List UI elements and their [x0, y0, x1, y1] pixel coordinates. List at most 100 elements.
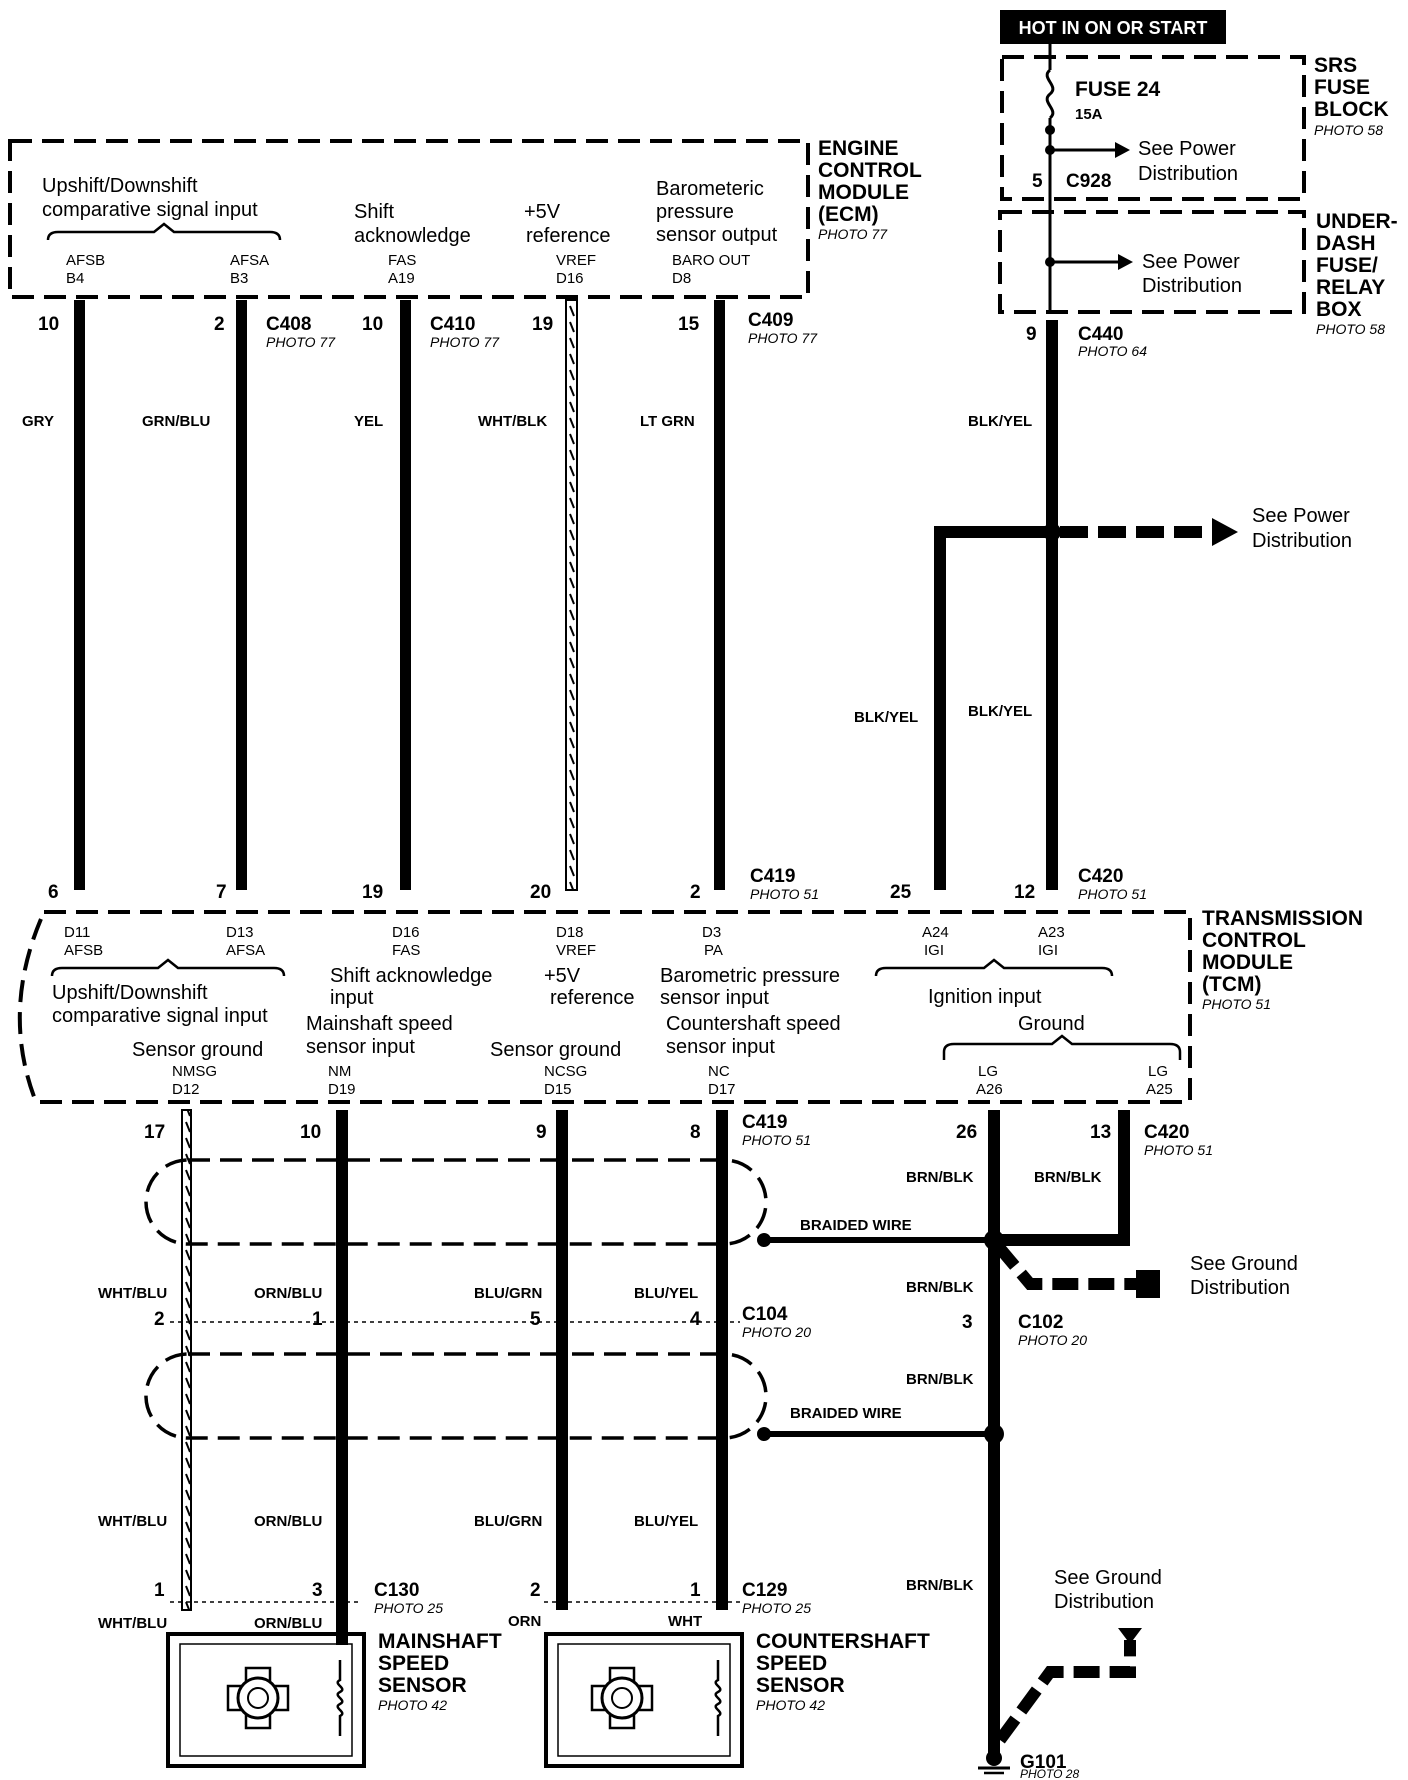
- c419-upper: C419: [750, 866, 795, 887]
- splice-dot: [757, 1427, 771, 1441]
- sensor-color-3: ORN: [508, 1613, 541, 1630]
- c440-pin: 9: [1026, 324, 1037, 345]
- ecm-shift-2: acknowledge: [354, 225, 471, 247]
- brn-blk-1: BRN/BLK: [906, 1169, 974, 1186]
- tcm-box: [17, 910, 1192, 1104]
- srs-line3: BLOCK: [1314, 98, 1389, 121]
- see-ground-1-line2: Distribution: [1190, 1277, 1290, 1299]
- tcm-baro-1: Barometric pressure: [660, 965, 840, 987]
- top-num-5: 15: [678, 314, 700, 335]
- sensor-color-2: ORN/BLU: [254, 1615, 322, 1632]
- c104-photo: PHOTO 20: [742, 1324, 811, 1340]
- ecm-baro-1: Barometeric: [656, 178, 764, 200]
- mid-color-blu-grn: BLU/GRN: [474, 1285, 542, 1302]
- blk-yel-left-label: BLK/YEL: [854, 709, 918, 726]
- shield-2: [144, 1352, 768, 1440]
- ecm-baro-2: pressure: [656, 201, 734, 223]
- tcm-pin-d16: D16: [392, 924, 420, 941]
- top-num-2: 2: [214, 314, 225, 335]
- color-wht-blk: WHT/BLK: [478, 413, 547, 430]
- brn-blk-2: BRN/BLK: [1034, 1169, 1102, 1186]
- top-num-4: 19: [532, 314, 553, 335]
- tcm-updown-1: Upshift/Downshift: [52, 982, 208, 1004]
- countershaft-name-1: COUNTERSHAFT: [756, 1630, 930, 1653]
- underdash-line4: RELAY: [1316, 276, 1385, 299]
- low-num-5: 26: [956, 1122, 977, 1143]
- ground-dist-wire: [993, 1242, 1140, 1290]
- countershaft-name-3: SENSOR: [756, 1674, 845, 1697]
- c440-photo: PHOTO 64: [1078, 343, 1147, 359]
- bot-num-2: 7: [216, 882, 227, 903]
- tcm-pin-igi-2: IGI: [1038, 942, 1058, 959]
- low-num-1: 17: [144, 1122, 165, 1143]
- tcm-pin-pa: PA: [704, 942, 723, 959]
- c419-lower-photo: PHOTO 51: [742, 1132, 811, 1148]
- low-color-blu-yel: BLU/YEL: [634, 1513, 698, 1530]
- bot-num-7: 12: [1014, 882, 1035, 903]
- tcm-brace-ground: [942, 1034, 1182, 1060]
- tcm-name-1: TRANSMISSION: [1202, 907, 1363, 930]
- coil-icon: [336, 1660, 344, 1736]
- c104-label: C104: [742, 1304, 788, 1325]
- tcm-ignition: Ignition input: [928, 986, 1042, 1008]
- tcm-pin-a24: A24: [922, 924, 949, 941]
- c129-photo: PHOTO 25: [742, 1600, 811, 1616]
- tcm-updown-2: comparative signal input: [52, 1005, 268, 1027]
- wire-blu-yel: [716, 1110, 728, 1610]
- tcm-pin-d11: D11: [64, 924, 90, 941]
- tcm-shift-2: input: [330, 987, 374, 1009]
- blk-yel-branch-wire: [934, 526, 1052, 890]
- tcm-pin-nm: NM: [328, 1063, 351, 1080]
- tcm-pin-d18: D18: [556, 924, 584, 941]
- see-ground-2-line1: See Ground: [1054, 1567, 1162, 1589]
- sensor-rotor-icon: [590, 1666, 654, 1730]
- ecm-pin-a19: A19: [388, 270, 415, 287]
- bot-num-5: 2: [690, 882, 701, 903]
- braided-label-1: BRAIDED WIRE: [800, 1217, 912, 1234]
- fuse-24-symbol: [1045, 68, 1055, 120]
- c409-photo: PHOTO 77: [748, 330, 818, 346]
- arrow-right-icon: [1115, 142, 1130, 158]
- ecm-shift-1: Shift: [354, 201, 394, 223]
- tcm-countershaft-2: sensor input: [666, 1036, 775, 1058]
- tcm-pin-a23: A23: [1038, 924, 1065, 941]
- mainshaft-name-3: SENSOR: [378, 1674, 467, 1697]
- ecm-updown-1: Upshift/Downshift: [42, 175, 198, 197]
- underdash-line3: FUSE/: [1316, 254, 1378, 277]
- color-yel: YEL: [354, 413, 383, 430]
- top-num-3: 10: [362, 314, 383, 335]
- ecm-name-2: CONTROL: [818, 159, 922, 182]
- ecm-pin-afsa: AFSA: [230, 252, 269, 269]
- ecm-brace: [46, 222, 282, 241]
- c104-num-4: 4: [690, 1309, 701, 1330]
- wire-brn-blk-branch: [996, 1110, 1130, 1246]
- g101-photo: PHOTO 28: [1020, 1767, 1079, 1780]
- c130-num-1: 1: [154, 1580, 165, 1601]
- see-power-2-line1: See Power: [1142, 251, 1240, 273]
- tcm-pin-d12: D12: [172, 1081, 200, 1098]
- c419-upper-photo: PHOTO 51: [750, 886, 819, 902]
- ground-icon: [978, 1750, 1010, 1775]
- arrow-right-icon: [1118, 254, 1133, 270]
- low-num-3: 9: [536, 1122, 547, 1143]
- countershaft-sensor-inner: [557, 1643, 731, 1757]
- wire-yel: [400, 300, 411, 890]
- ecm-baro-3: sensor output: [656, 224, 778, 246]
- c130-photo: PHOTO 25: [374, 1600, 443, 1616]
- bot-num-3: 19: [362, 882, 383, 903]
- wire-lt-grn: [714, 300, 725, 890]
- tcm-photo: PHOTO 51: [1202, 996, 1271, 1012]
- underdash-line1: UNDER-: [1316, 210, 1398, 233]
- c410-label: C410: [430, 314, 475, 335]
- c420-lower-photo: PHOTO 51: [1144, 1142, 1213, 1158]
- tcm-pin-a26: A26: [976, 1081, 1003, 1098]
- mainshaft-sensor-box: [166, 1632, 366, 1768]
- sensor-color-4: WHT: [668, 1613, 702, 1630]
- underdash-box: [998, 210, 1306, 314]
- ecm-name-4: (ECM): [818, 203, 879, 226]
- mainshaft-photo: PHOTO 42: [378, 1697, 447, 1713]
- tcm-pin-d13: D13: [226, 924, 254, 941]
- g101-label: G101: [1020, 1752, 1067, 1773]
- c129-num-2: 1: [690, 1580, 701, 1601]
